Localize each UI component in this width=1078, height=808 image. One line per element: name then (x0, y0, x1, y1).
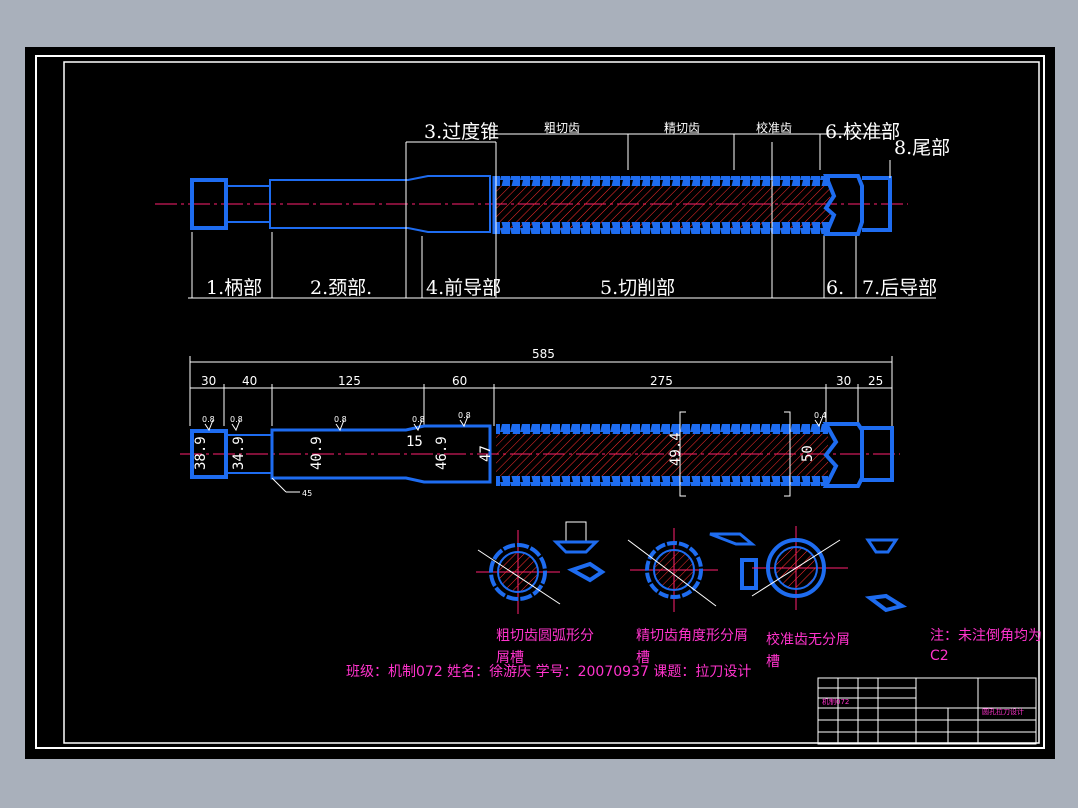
section-calibrate (751, 526, 908, 613)
dia-step: 15 (406, 434, 423, 450)
section-rough (476, 521, 606, 614)
dim-seg-7: 25 (868, 374, 883, 388)
note-line-2: C2 (930, 648, 949, 664)
caption-fine-bottom: 槽 (636, 650, 650, 666)
caption-rough-bottom: 屑槽 (496, 650, 524, 666)
label-fine-teeth: 精切齿 (664, 121, 700, 135)
neck-outline (269, 175, 491, 233)
caption-fine-top: 精切齿角度形分屑 (636, 628, 748, 644)
dim-seg-6: 30 (836, 374, 851, 388)
dia-d3: 40.9 (309, 436, 325, 470)
dim-seg-5: 275 (650, 374, 673, 388)
dim-seg-3: 125 (338, 374, 361, 388)
caption-calibrate-bottom: 槽 (766, 654, 780, 670)
caption-calibrate-top: 校准齿无分屑 (766, 631, 850, 648)
tail-body (860, 426, 894, 482)
cutting-teeth-top-bottom (496, 424, 828, 434)
rough-mark-1: 0.8 (202, 415, 215, 424)
label-rear-guide: 7.后导部 (862, 277, 937, 299)
label-neck: 2.颈部. (310, 277, 372, 299)
label-front-guide: 4.前导部 (426, 277, 501, 299)
dim-seg-2: 40 (242, 374, 257, 388)
paper-frame (25, 47, 1055, 759)
dim-overall: 585 (532, 347, 555, 361)
note-line-1: 注：未注倒角均为 (930, 628, 1042, 644)
label-calibrate-teeth: 校准齿 (756, 120, 792, 135)
cutting-hatch-bottom (496, 434, 828, 476)
dia-d6: 49.4 (668, 432, 684, 466)
dia-d7: 50 (800, 445, 816, 462)
inner-border (63, 61, 1040, 744)
rough-mark-5: 0.8 (458, 411, 471, 420)
dia-d4: 46.9 (434, 436, 450, 470)
title-block-code: 机制072 (822, 697, 849, 706)
handle-outline (190, 178, 228, 230)
rough-mark-4: 0.8 (412, 415, 425, 424)
rough-mark-3: 0.8 (334, 415, 347, 424)
cutting-teeth-bottom (494, 222, 830, 234)
cutting-teeth-bottom-bottom (496, 476, 828, 486)
rear-guide-outline (822, 174, 864, 236)
dim-seg-1: 30 (201, 374, 216, 388)
caption-rough-top: 粗切齿圆弧形分 (496, 628, 594, 644)
title-block (817, 677, 1037, 745)
label-calibration-bottom: 6. (826, 277, 844, 299)
cutting-teeth-top (494, 176, 830, 186)
section-fine (627, 528, 758, 612)
label-rough-teeth: 粗切齿 (544, 121, 580, 135)
bottom-broach-view: 585 30 40 125 60 275 30 25 38.9 34.9 40.… (180, 347, 900, 498)
chamfer-note: 45 (302, 489, 312, 498)
student-info: 班级：机制072 姓名：徐游庆 学号：20070937 课题：拉刀设计 (346, 664, 751, 680)
dia-d5: 47 (478, 445, 494, 462)
rough-mark-6: 0.4 (814, 411, 827, 420)
title-block-name: 圆孔拉刀设计 (982, 707, 1024, 716)
label-tail: 8.尾部 (894, 137, 950, 159)
neck-body (270, 424, 492, 484)
label-transition-cone: 3.过度锥 (424, 121, 499, 143)
label-handle: 1.柄部 (206, 277, 262, 299)
outer-border (35, 55, 1045, 749)
label-calibration: 6.校准部 (825, 121, 900, 143)
dia-d2: 34.9 (231, 436, 247, 470)
tail-outline (862, 176, 892, 232)
dia-d1: 38.9 (193, 436, 209, 470)
dim-seg-4: 60 (452, 374, 467, 388)
rough-mark-2: 0.8 (230, 415, 243, 424)
label-cutting: 5.切削部 (600, 277, 675, 299)
top-broach-view: 1.柄部 2.颈部. 3.过度锥 4.前导部 5.切削部 6.校准部 6. 7.… (155, 120, 950, 299)
